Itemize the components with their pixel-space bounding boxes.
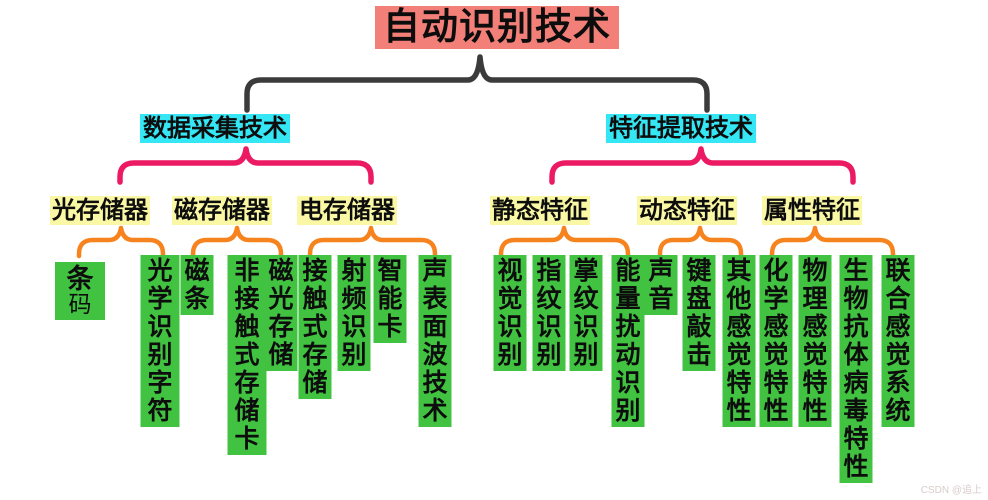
barcode-char-alt: 码 bbox=[68, 291, 92, 318]
energy-disturbance-recognition-node: 能量扰动识别 bbox=[611, 255, 645, 427]
contact-storage-node: 接触式存储 bbox=[298, 255, 332, 399]
smart-card-node: 智能卡 bbox=[373, 255, 407, 343]
brace-path bbox=[117, 146, 374, 185]
palmprint-recognition-node: 掌纹识别 bbox=[569, 255, 603, 371]
brace-path bbox=[76, 225, 166, 259]
brace-path bbox=[769, 225, 896, 259]
group-label-attribute-features: 属性特征 bbox=[762, 196, 862, 226]
group-label-electrical-storage: 电存储器 bbox=[297, 196, 397, 226]
group-label-dynamic-features: 动态特征 bbox=[637, 196, 737, 226]
visual-recognition-node: 视觉识别 bbox=[493, 255, 527, 371]
voice-node: 声音 bbox=[644, 255, 678, 315]
brace-path bbox=[549, 146, 856, 185]
rfid-node: 射频识别 bbox=[337, 255, 371, 371]
magnetic-stripe-node: 磁条 bbox=[180, 255, 214, 315]
other-sensory-traits-node: 其他感觉特性 bbox=[722, 255, 756, 427]
ocr-characters-node: 光学识别字符 bbox=[140, 255, 180, 427]
keystroke-node: 键盘敲击 bbox=[682, 255, 716, 371]
branch-label-data-acquisition: 数据采集技术 bbox=[140, 114, 290, 144]
surface-acoustic-wave-node: 声表面波技术 bbox=[418, 255, 452, 427]
brace-path bbox=[190, 225, 284, 259]
brace-path bbox=[498, 225, 631, 259]
bio-antibody-virus-traits-node: 生物抗体病毒特性 bbox=[839, 255, 873, 483]
group-label-static-features: 静态特征 bbox=[490, 196, 590, 226]
barcode-node: 条 码 bbox=[55, 262, 105, 320]
branch-label-feature-extraction: 特征提取技术 bbox=[606, 114, 756, 144]
diagram-title: 自动识别技术 bbox=[375, 6, 619, 49]
contactless-memory-card-node: 非接触式存储卡 bbox=[227, 255, 267, 455]
physical-sensory-traits-node: 物理感觉特性 bbox=[798, 255, 832, 427]
csdn-watermark: CSDN @追上 bbox=[920, 485, 982, 496]
brace-path bbox=[244, 54, 710, 113]
group-label-optical-storage: 光存储器 bbox=[50, 196, 150, 226]
group-label-magnetic-storage: 磁存储器 bbox=[172, 196, 272, 226]
barcode-char-main: 条 bbox=[66, 263, 94, 294]
chemical-sensory-traits-node: 化学感觉特性 bbox=[759, 255, 793, 427]
brace-path bbox=[307, 225, 438, 259]
brace-path bbox=[657, 225, 744, 259]
fingerprint-recognition-node: 指纹识别 bbox=[532, 255, 566, 371]
combined-sensory-system-node: 联合感觉系统 bbox=[881, 255, 915, 427]
magneto-optical-storage-node: 磁光存储 bbox=[264, 255, 298, 371]
